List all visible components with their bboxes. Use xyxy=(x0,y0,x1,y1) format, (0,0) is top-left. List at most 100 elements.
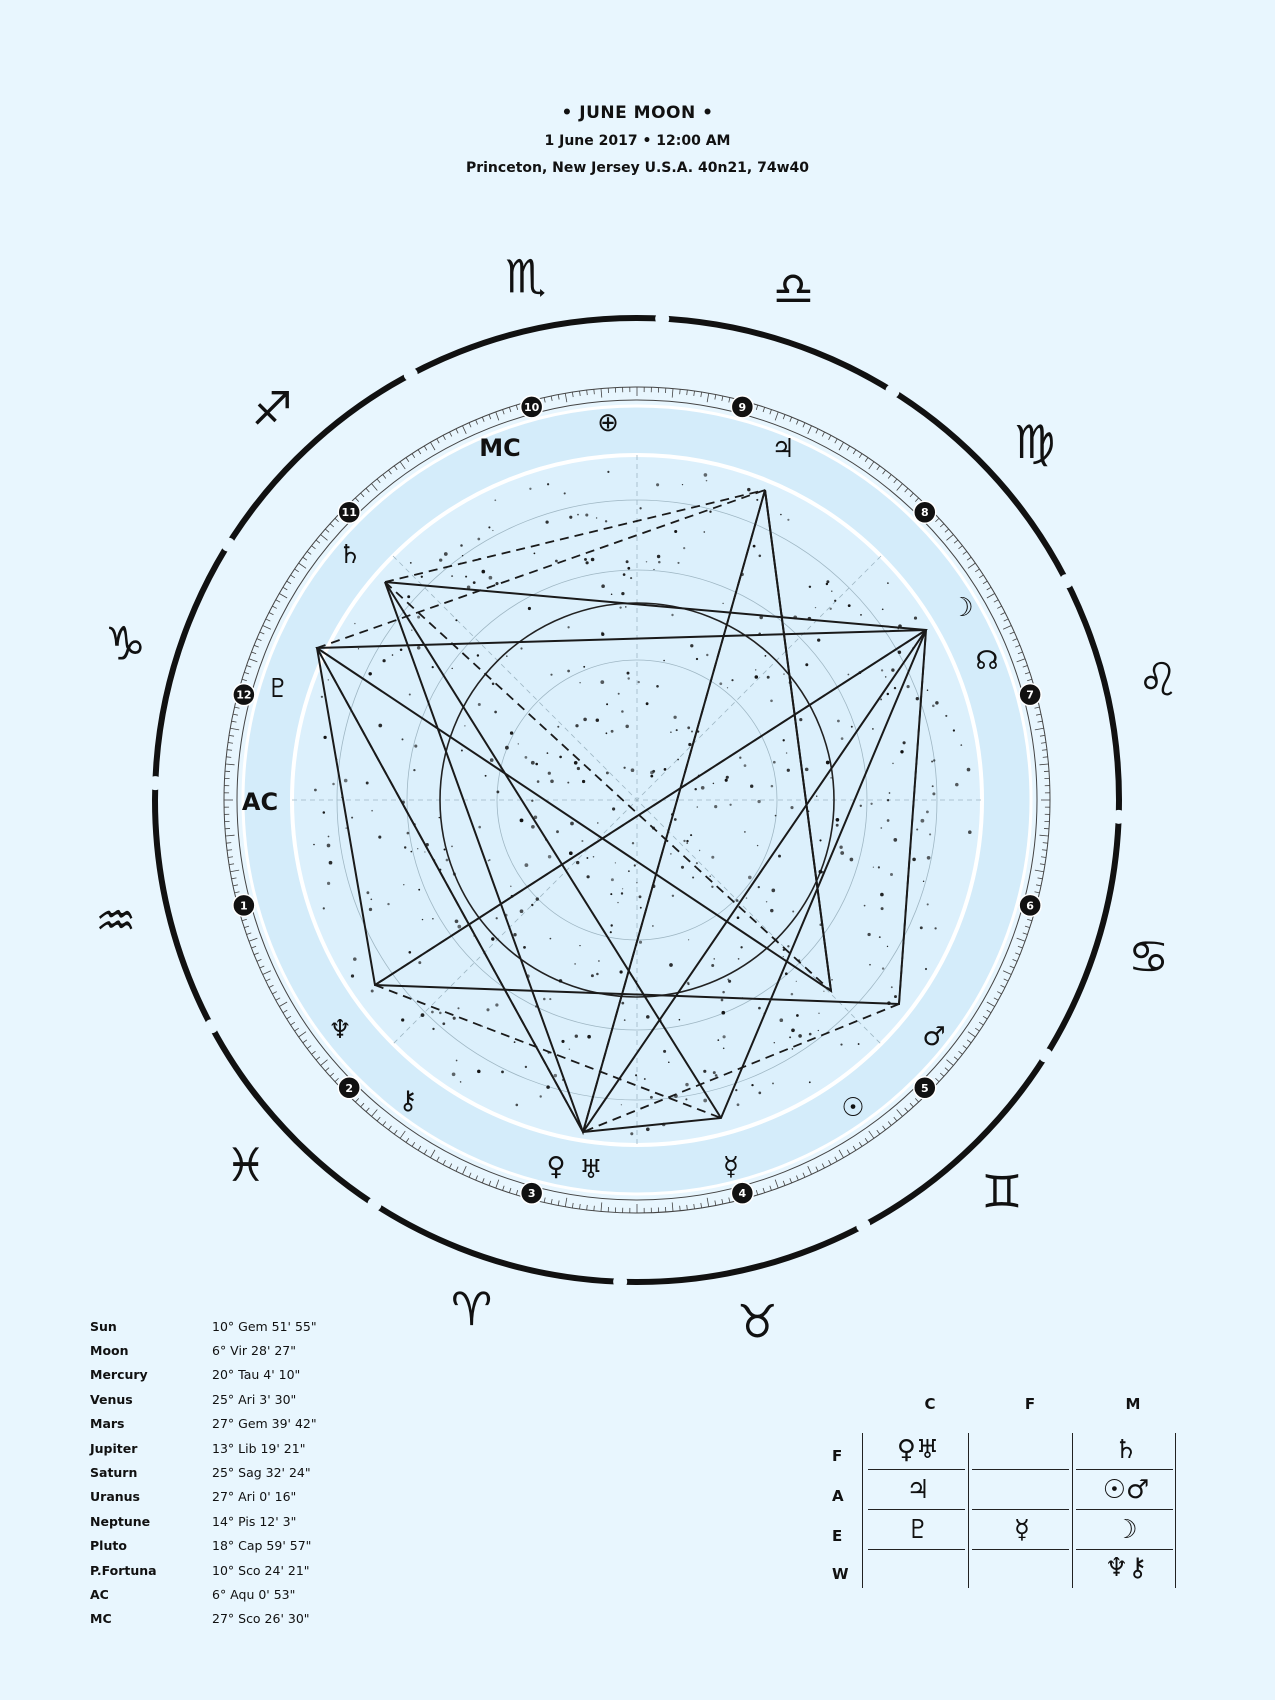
position-row: Pluto 18° Cap 59' 57" xyxy=(90,1534,412,1558)
position-value: 20° Tau 4' 10" xyxy=(212,1367,301,1383)
sign-divider-gap xyxy=(221,537,236,552)
mercury-icon: ☿ xyxy=(723,1152,739,1182)
position-value: 25° Ari 3' 30" xyxy=(212,1391,297,1407)
position-value: 27° Gem 39' 42" xyxy=(212,1416,317,1432)
ascendant-label: AC xyxy=(242,788,278,816)
sign-divider-gap xyxy=(403,367,418,382)
house-number: 9 xyxy=(739,401,747,414)
sign-divider-gap xyxy=(1111,809,1126,824)
position-value: 27° Sco 26' 30" xyxy=(212,1611,310,1627)
grid-col-header: C xyxy=(924,1395,936,1413)
grid-divider xyxy=(972,1469,1069,1470)
sign-divider-gap xyxy=(885,384,900,399)
position-value: 6° Vir 28' 27" xyxy=(212,1343,297,1359)
house-number: 5 xyxy=(921,1082,929,1095)
grid-col-header: F xyxy=(1024,1395,1036,1413)
sign-divider-gap xyxy=(613,1274,628,1289)
house-number: 12 xyxy=(236,689,251,702)
position-planet: Mercury xyxy=(90,1367,148,1383)
chart-title: • JUNE MOON • xyxy=(561,103,714,123)
house-number: 1 xyxy=(240,899,248,912)
house-number-badge xyxy=(913,1076,937,1100)
position-planet: Mars xyxy=(90,1416,125,1432)
grid-divider xyxy=(868,1509,965,1510)
degree-ticks xyxy=(224,387,1050,1213)
house-number-badge xyxy=(232,682,256,707)
sign-divider-gap xyxy=(367,1197,382,1212)
node-icon: ☊ xyxy=(975,646,998,676)
position-value: 14° Pis 12' 3" xyxy=(212,1513,297,1529)
position-planet: Jupiter xyxy=(90,1440,138,1456)
degree-ring-inner xyxy=(236,399,1038,1201)
venus-icon: ♀ xyxy=(546,1152,565,1182)
position-row: Neptune 14° Pis 12' 3" xyxy=(90,1509,412,1533)
grid-cell: ♇ xyxy=(906,1515,930,1545)
sun-icon: ☉ xyxy=(841,1093,864,1123)
neptune-icon: ♆ xyxy=(328,1015,351,1045)
moon-icon: ☽ xyxy=(950,593,973,623)
grid-divider xyxy=(868,1549,965,1550)
grid-divider xyxy=(1076,1469,1173,1470)
house-number: 2 xyxy=(345,1082,353,1095)
saturn-icon: ♄ xyxy=(338,540,361,570)
zodiac-ring xyxy=(152,315,1122,1285)
position-row: Mercury 20° Tau 4' 10" xyxy=(90,1363,412,1387)
house-number-badge xyxy=(730,1181,755,1205)
position-value: 6° Aqu 0' 53" xyxy=(212,1586,296,1602)
grid-cell: ♄ xyxy=(1114,1435,1138,1465)
sky-grid xyxy=(292,455,982,1145)
position-row: Uranus 27° Ari 0' 16" xyxy=(90,1485,412,1509)
house-number: 8 xyxy=(921,506,929,519)
house-number-badge xyxy=(337,1076,361,1100)
house-number-badge xyxy=(1018,893,1042,918)
position-row: Mars 27° Gem 39' 42" xyxy=(90,1412,412,1436)
chiron-icon: ⚷ xyxy=(398,1086,417,1116)
position-planet: Neptune xyxy=(90,1513,151,1529)
grid-divider xyxy=(1175,1433,1176,1588)
house-number-badge xyxy=(337,500,361,524)
house-number: 11 xyxy=(342,506,357,519)
zodiac-sign-icon: ♑ xyxy=(105,617,146,671)
chart-date: 1 June 2017 • 12:00 AM xyxy=(544,133,731,149)
aspect-lines-dashed xyxy=(316,489,927,1133)
house-number-badge xyxy=(913,500,937,524)
grid-row-header: W xyxy=(832,1565,849,1583)
position-value: 27° Ari 0' 16" xyxy=(212,1489,297,1505)
grid-divider xyxy=(972,1509,1069,1510)
position-value: 25° Sag 32' 24" xyxy=(212,1465,311,1481)
sign-divider-gap xyxy=(148,776,163,791)
position-value: 10° Sco 24' 21" xyxy=(212,1562,310,1578)
grid-divider xyxy=(968,1433,969,1588)
chart-location: Princeton, New Jersey U.S.A. 40n21, 74w4… xyxy=(465,160,810,176)
position-value: 18° Cap 59' 57" xyxy=(212,1538,312,1554)
chart-header: • JUNE MOON • 1 June 2017 • 12:00 AM Pri… xyxy=(0,98,1275,182)
modality-element-grid: C F M F A E W ♀♅♄♃☉♂♇☿☽♆⚷ xyxy=(820,1395,1180,1595)
sign-divider-gap xyxy=(856,1218,871,1233)
midheaven-label: MC xyxy=(479,434,521,462)
grid-col-header: M xyxy=(1125,1395,1141,1413)
position-planet: Uranus xyxy=(90,1489,140,1505)
position-planet: Pluto xyxy=(90,1538,127,1554)
position-value: 10° Gem 51' 55" xyxy=(212,1318,317,1334)
zodiac-sign-icon: ♈ xyxy=(451,1282,492,1336)
position-planet: Venus xyxy=(90,1391,133,1407)
position-planet: AC xyxy=(90,1586,109,1602)
house-number: 3 xyxy=(528,1187,536,1200)
zodiac-sign-icon: ♌ xyxy=(1138,653,1179,707)
house-number-badge xyxy=(232,893,256,918)
earth-icon: ⊕ xyxy=(597,408,619,438)
grid-divider xyxy=(862,1433,863,1588)
house-number: 7 xyxy=(1026,689,1034,702)
grid-divider xyxy=(1076,1549,1173,1550)
house-number-badge xyxy=(519,1181,544,1205)
grid-row-header: A xyxy=(832,1487,844,1505)
zodiac-sign-icon: ♒ xyxy=(95,893,136,947)
grid-row-header: E xyxy=(832,1527,843,1545)
uranus-icon: ♅ xyxy=(579,1155,602,1185)
grid-cell: ♆⚷ xyxy=(1104,1553,1148,1583)
